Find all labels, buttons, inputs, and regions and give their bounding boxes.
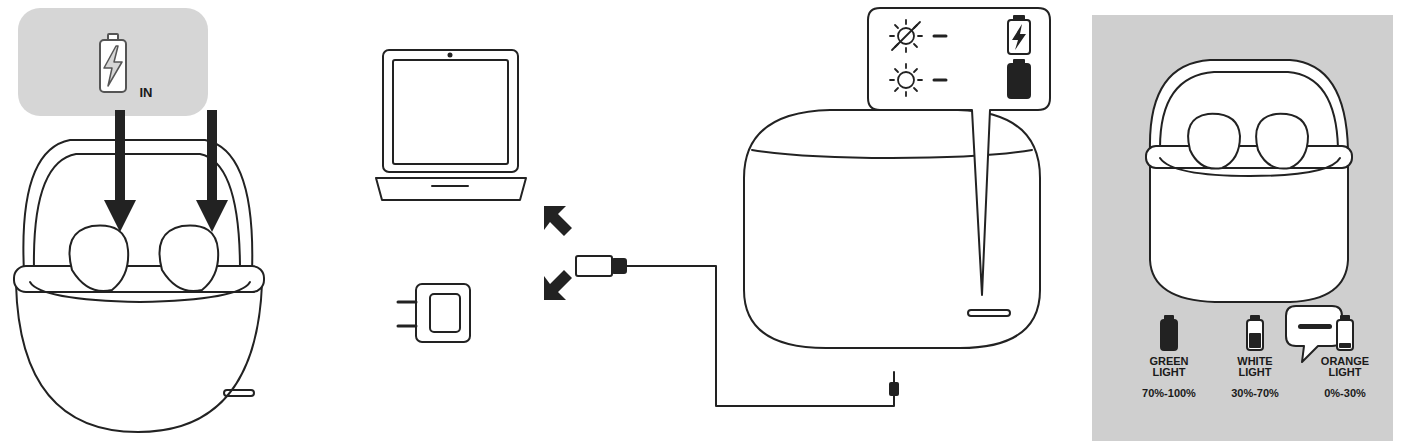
light-label: WHITE LIGHT — [1227, 356, 1283, 378]
light-label: GREEN LIGHT — [1141, 356, 1197, 378]
percent-label: 70%-100% — [1134, 388, 1204, 399]
percent-label: 0%-30% — [1310, 388, 1380, 399]
percent-label: 30%-70% — [1220, 388, 1290, 399]
direction-label: IN — [126, 86, 166, 99]
light-label: ORANGE LIGHT — [1313, 356, 1377, 378]
